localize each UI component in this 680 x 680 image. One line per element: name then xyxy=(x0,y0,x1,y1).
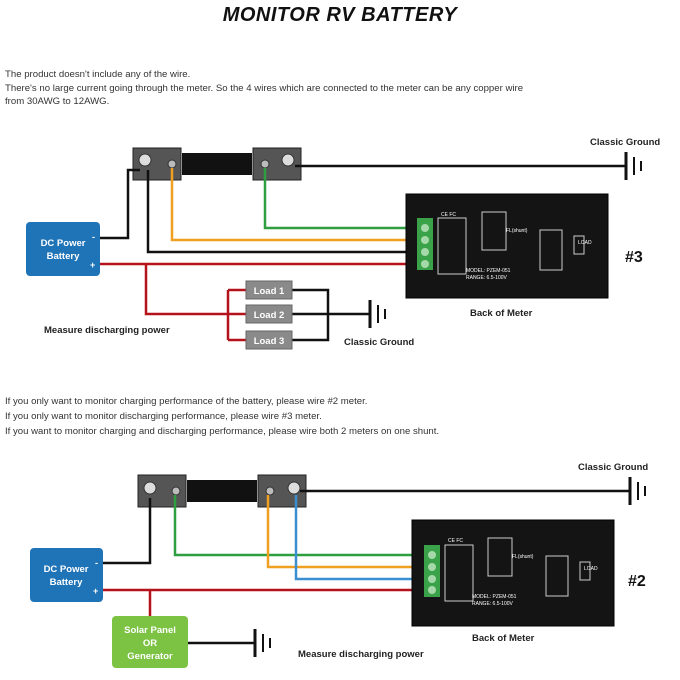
svg-text:CE FC: CE FC xyxy=(448,538,463,544)
page-title: MONITOR RV BATTERY xyxy=(222,4,458,26)
note-current: There's no large current going through t… xyxy=(5,83,524,94)
svg-text:Load 2: Load 2 xyxy=(254,310,285,321)
svg-text:DC Power: DC Power xyxy=(41,238,86,249)
classic-ground-label-3: Classic Ground xyxy=(578,462,648,473)
dc-battery-1: DC Power Battery - + xyxy=(26,222,100,276)
svg-text:CE FC: CE FC xyxy=(441,212,456,218)
load-3-box: Load 3 xyxy=(245,330,293,350)
note-no-wire: The product doesn't include any of the w… xyxy=(5,69,191,80)
load-2-box: Load 2 xyxy=(245,304,293,324)
svg-text:OR: OR xyxy=(143,638,157,649)
svg-text:Load 3: Load 3 xyxy=(254,336,285,347)
ground-symbol-load-1 xyxy=(368,300,386,328)
back-of-meter-label-1: Back of Meter xyxy=(470,308,533,319)
svg-text:MODEL: PZEM-051: MODEL: PZEM-051 xyxy=(466,268,511,274)
svg-text:DC Power: DC Power xyxy=(44,564,89,575)
meter-id-3: #3 xyxy=(625,249,643,266)
svg-text:-: - xyxy=(92,232,95,242)
ground-symbol-top-2 xyxy=(628,477,646,505)
classic-ground-label-2: Classic Ground xyxy=(344,337,414,348)
svg-text:Load 1: Load 1 xyxy=(254,286,285,297)
svg-text:FL(shunt): FL(shunt) xyxy=(512,554,534,560)
ground-symbol-top-1 xyxy=(624,152,642,180)
diagram-discharge: Classic Ground Classic Ground DC Power B… xyxy=(26,137,660,350)
svg-text:RANGE: 6.5-100V: RANGE: 6.5-100V xyxy=(466,275,508,281)
shunt-1 xyxy=(132,147,302,181)
diagram-charge: Classic Ground DC Power Battery - + Sola… xyxy=(30,462,648,668)
svg-text:Battery: Battery xyxy=(47,251,80,262)
note-both-meters: If you want to monitor charging and disc… xyxy=(5,426,440,437)
svg-text:Solar Panel: Solar Panel xyxy=(124,625,176,636)
meter-back-1: CE FC FL(shunt) LOAD MODEL: PZEM-051 RAN… xyxy=(405,193,609,299)
svg-text:Battery: Battery xyxy=(50,577,83,588)
svg-text:-: - xyxy=(95,558,98,568)
svg-text:+: + xyxy=(90,260,95,270)
svg-text:LOAD: LOAD xyxy=(584,566,598,572)
measure-label-1: Measure discharging power xyxy=(44,325,170,336)
solar-generator-box: Solar Panel OR Generator xyxy=(112,616,188,668)
shunt-2 xyxy=(137,474,307,508)
svg-text:RANGE: 6.5-100V: RANGE: 6.5-100V xyxy=(472,601,514,607)
svg-text:MODEL: PZEM-051: MODEL: PZEM-051 xyxy=(472,594,517,600)
classic-ground-label-1: Classic Ground xyxy=(590,137,660,148)
svg-text:FL(shunt): FL(shunt) xyxy=(506,228,528,234)
load-1-box: Load 1 xyxy=(245,280,293,300)
ground-symbol-solar xyxy=(253,629,271,657)
meter-back-2: CE FC FL(shunt) LOAD MODEL: PZEM-051 RAN… xyxy=(411,519,615,627)
svg-text:LOAD: LOAD xyxy=(578,240,592,246)
svg-text:+: + xyxy=(93,586,98,596)
note-charging-meter: If you only want to monitor charging per… xyxy=(5,396,368,407)
note-discharging-meter: If you only want to monitor discharging … xyxy=(5,411,322,422)
meter-id-2: #2 xyxy=(628,573,646,590)
note-awg: from 30AWG to 12AWG. xyxy=(5,96,110,107)
measure-label-2: Measure discharging power xyxy=(298,649,424,660)
back-of-meter-label-2: Back of Meter xyxy=(472,633,535,644)
svg-text:Generator: Generator xyxy=(127,651,173,662)
dc-battery-2: DC Power Battery - + xyxy=(30,548,103,602)
